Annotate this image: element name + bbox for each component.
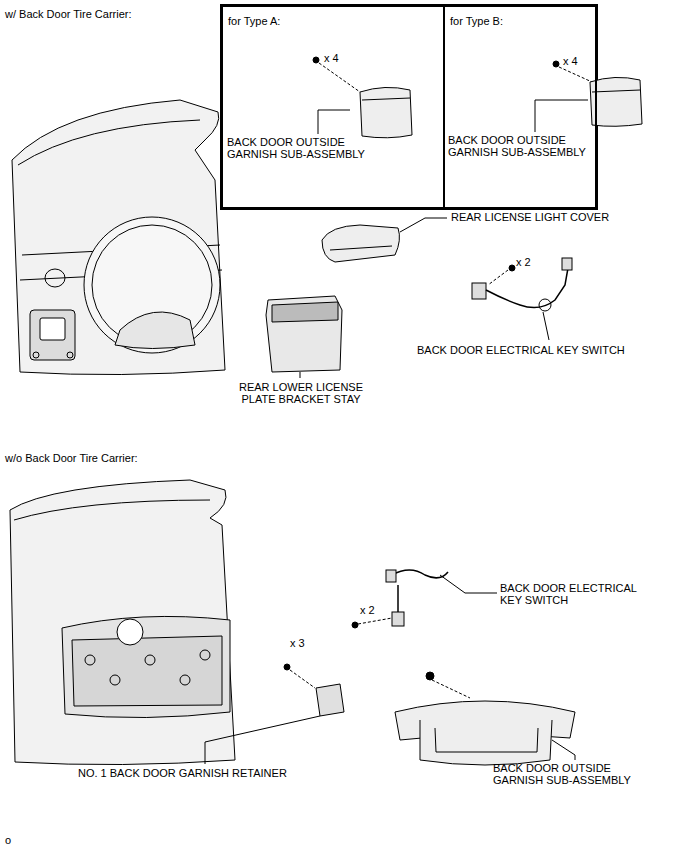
part-label: BACK DOOR ELECTRICAL KEY SWITCH [417, 344, 625, 356]
panel-heading: for Type A: [228, 15, 280, 27]
type-panel: for Type B: x 4 BACK DOOR OUTSIDE GARNISH … [443, 5, 597, 209]
license-light-cover [322, 218, 447, 262]
part-label: BACK DOOR ELECTRICAL KEY SWITCH [500, 582, 640, 606]
garnish-lower [395, 672, 575, 765]
part-label: BACK DOOR OUTSIDE GARNISH SUB-ASSEMBLY [493, 762, 639, 786]
back-door-with-tire [12, 100, 225, 375]
part-label: o [5, 834, 11, 846]
part-label: NO. 1 BACK DOOR GARNISH RETAINER [78, 767, 287, 779]
part-label: REAR LOWER LICENSE PLATE BRACKET STAY [236, 381, 366, 405]
garnish-retainer [205, 664, 344, 764]
key-switch-lower [352, 570, 497, 628]
part-name: BACK DOOR OUTSIDE GARNISH SUB-ASSEMBLY [227, 136, 373, 160]
type-panel: for Type A: x 4 BACK DOOR OUTSIDE GARNISH … [221, 5, 445, 209]
part-name: BACK DOOR OUTSIDE GARNISH SUB-ASSEMBLY [448, 134, 594, 158]
quantity-label: x 4 [563, 55, 578, 67]
panel-heading: for Type B: [450, 15, 503, 27]
quantity-label: x 4 [324, 52, 339, 64]
quantity-label: x 2 [516, 256, 531, 268]
key-switch-upper [472, 258, 572, 340]
garnish-type-a [313, 57, 412, 138]
quantity-label: x 2 [360, 604, 375, 616]
back-door-without-tire [10, 480, 235, 765]
part-label: REAR LICENSE LIGHT COVER [451, 211, 609, 223]
type-frame [221, 5, 597, 209]
quantity-label: x 3 [290, 637, 305, 649]
bracket-stay [266, 296, 342, 378]
garnish-type-b [535, 61, 642, 132]
part-label: w/ Back Door Tire Carrier: [5, 8, 132, 20]
part-label: w/o Back Door Tire Carrier: [5, 452, 138, 464]
